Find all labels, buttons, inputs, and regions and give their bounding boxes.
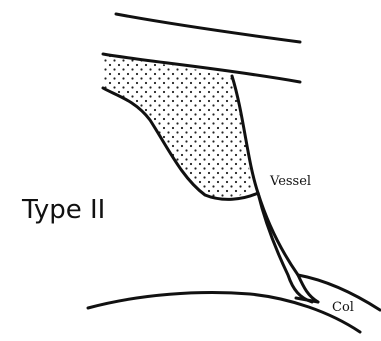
vessel-label: Vessel <box>269 174 311 189</box>
upper-band-top-curve <box>116 14 300 42</box>
stippled-region <box>103 54 252 198</box>
bottom-curve <box>88 293 360 332</box>
col-label: Col <box>332 300 354 315</box>
type-label: Type II <box>21 195 105 225</box>
